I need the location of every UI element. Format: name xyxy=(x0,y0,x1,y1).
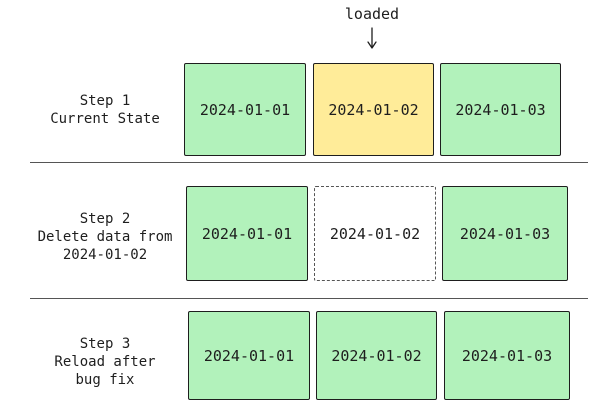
step-3-label: Step 3 Reload after bug fix xyxy=(20,335,190,389)
step-2-description-line-1: Delete data from xyxy=(37,229,173,245)
step-1-partition-1: 2024-01-01 xyxy=(184,63,306,156)
down-arrow-icon xyxy=(367,27,377,49)
step-2-description-line-2: 2024-01-02 xyxy=(62,247,148,263)
step-3-description-line-2: bug fix xyxy=(75,372,135,388)
step-1-partition-2: 2024-01-02 xyxy=(313,63,434,156)
step-1-description: Current State xyxy=(50,111,160,127)
step-3-partition-3: 2024-01-03 xyxy=(444,311,570,400)
step-2-partition-2: 2024-01-02 xyxy=(314,186,436,281)
step-2-label: Step 2 Delete data from 2024-01-02 xyxy=(20,210,190,264)
divider-2 xyxy=(30,298,588,299)
step-1-label: Step 1 Current State xyxy=(20,92,190,128)
step-3-description-line-1: Reload after xyxy=(54,354,156,370)
loaded-annotation: loaded xyxy=(344,5,400,23)
step-3-partition-1: 2024-01-01 xyxy=(188,311,310,400)
step-1-partition-3: 2024-01-03 xyxy=(440,63,561,156)
step-2-partition-1: 2024-01-01 xyxy=(186,186,308,281)
step-3-title: Step 3 xyxy=(79,336,131,352)
step-2-title: Step 2 xyxy=(79,211,131,227)
step-3-partition-2: 2024-01-02 xyxy=(316,311,437,400)
divider-1 xyxy=(30,162,588,163)
step-1-title: Step 1 xyxy=(79,93,131,109)
step-2-partition-3: 2024-01-03 xyxy=(442,186,568,281)
